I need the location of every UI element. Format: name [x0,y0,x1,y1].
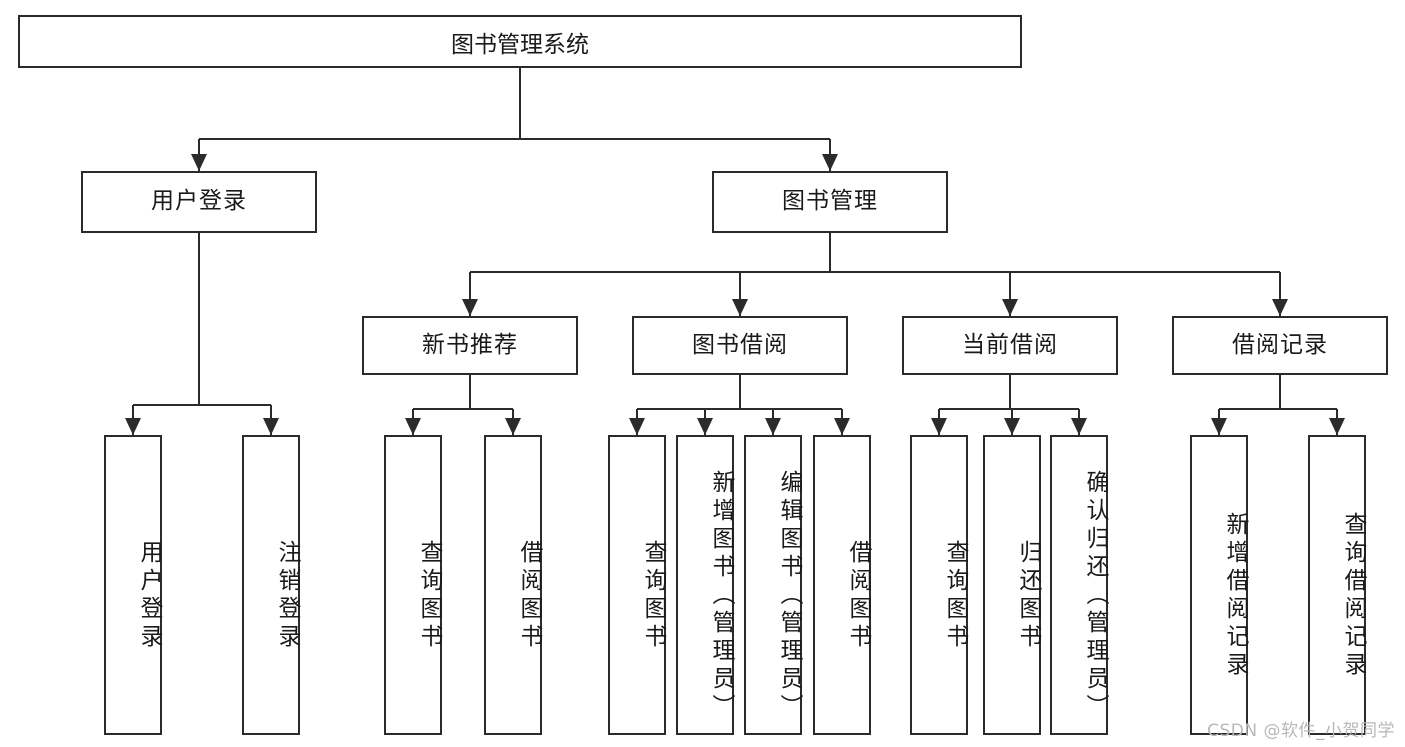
leaf-add-borrow-record[interactable]: 新增借阅记录 [1190,435,1248,735]
node-borrow-record[interactable]: 借阅记录 [1172,316,1388,375]
node-label: 查询图书 [416,540,442,652]
leaf-user-login[interactable]: 用户登录 [104,435,162,735]
node-label: 图书管理 [782,188,878,215]
node-user-login[interactable]: 用户登录 [81,171,317,233]
node-label: 查询图书 [942,540,968,652]
node-label: 新增图书（管理员） [708,470,734,722]
node-label: 用户登录 [151,188,247,215]
csdn-watermark: CSDN @软件_小贺同学 [1207,721,1395,741]
leaf-logout-login[interactable]: 注销登录 [242,435,300,735]
leaf-borrow-book[interactable]: 借阅图书 [813,435,871,735]
node-label: 用户登录 [136,540,162,652]
node-label: 确认归还（管理员） [1082,470,1108,722]
node-label: 借阅图书 [516,540,542,652]
node-book-management[interactable]: 图书管理 [712,171,948,233]
leaf-add-book-admin[interactable]: 新增图书（管理员） [676,435,734,735]
node-book-borrow[interactable]: 图书借阅 [632,316,848,375]
node-book-management-system[interactable]: 图书管理系统 [18,15,1022,68]
leaf-borrow-book-recommend[interactable]: 借阅图书 [484,435,542,735]
node-label: 新增借阅记录 [1222,512,1248,680]
node-label: 借阅记录 [1232,331,1328,358]
node-label: 借阅图书 [845,540,871,652]
leaf-query-book-recommend[interactable]: 查询图书 [384,435,442,735]
node-current-borrow[interactable]: 当前借阅 [902,316,1118,375]
node-label: 新书推荐 [422,331,518,358]
node-label: 注销登录 [274,540,300,652]
node-label: 当前借阅 [962,331,1058,358]
node-new-book-recommend[interactable]: 新书推荐 [362,316,578,375]
leaf-confirm-return-admin[interactable]: 确认归还（管理员） [1050,435,1108,735]
leaf-query-book-current[interactable]: 查询图书 [910,435,968,735]
leaf-edit-book-admin[interactable]: 编辑图书（管理员） [744,435,802,735]
leaf-return-book[interactable]: 归还图书 [983,435,1041,735]
node-label: 图书管理系统 [451,31,589,58]
node-label: 查询图书 [640,540,666,652]
leaf-query-borrow-record[interactable]: 查询借阅记录 [1308,435,1366,735]
leaf-query-book-borrow[interactable]: 查询图书 [608,435,666,735]
node-label: 归还图书 [1015,540,1041,652]
node-label: 编辑图书（管理员） [776,470,802,722]
node-label: 图书借阅 [692,331,788,358]
node-label: 查询借阅记录 [1340,512,1366,680]
